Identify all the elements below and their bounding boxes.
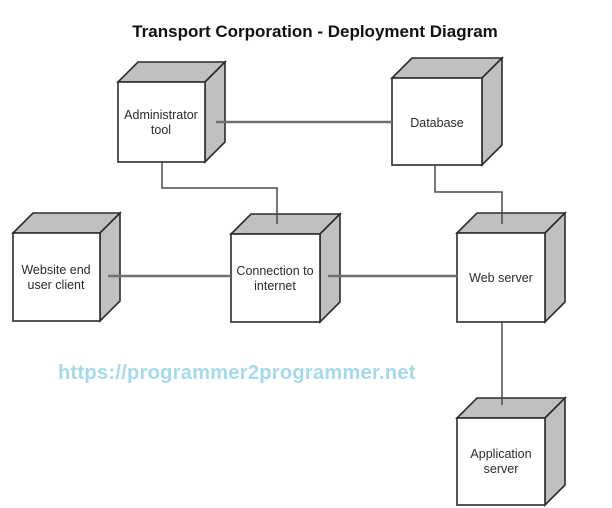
node-application-server: Application server bbox=[455, 396, 567, 507]
administrator-tool-front-face bbox=[117, 81, 206, 163]
connection-to-internet-front-face bbox=[230, 233, 321, 323]
node-website-end-user-client: Website end user client bbox=[11, 211, 122, 323]
website-end-user-client-side-face bbox=[99, 211, 121, 323]
diagram-title: Transport Corporation - Deployment Diagr… bbox=[132, 22, 498, 41]
node-connection-to-internet: Connection to internet bbox=[229, 212, 342, 324]
web-server-label-line-1: Web server bbox=[469, 271, 533, 285]
website-end-user-client-front-face bbox=[12, 232, 101, 322]
web-server-front-face bbox=[456, 232, 546, 323]
watermark-text: https://programmer2programmer.net bbox=[58, 362, 416, 384]
application-server-front-face bbox=[456, 417, 546, 506]
database-label-line-1: Database bbox=[410, 116, 464, 130]
database-side-face bbox=[481, 56, 503, 167]
connection-to-internet-side-face bbox=[319, 212, 341, 324]
connector-administrator-tool-connection-to-internet bbox=[161, 162, 278, 224]
administrator-tool-label-line-2: tool bbox=[151, 123, 171, 137]
node-administrator-tool: Administrator tool bbox=[116, 60, 227, 164]
connection-to-internet-label-line-2: internet bbox=[254, 279, 296, 293]
web-server-side-face bbox=[544, 211, 566, 324]
node-database: Database bbox=[390, 56, 504, 167]
application-server-side-face bbox=[544, 396, 566, 507]
application-server-label-line-2: server bbox=[484, 462, 519, 476]
website-end-user-client-label-line-2: user client bbox=[28, 278, 85, 292]
node-web-server: Web server bbox=[455, 211, 567, 324]
application-server-label-line-1: Application bbox=[470, 447, 531, 461]
connection-to-internet-label-line-1: Connection to bbox=[236, 264, 313, 278]
connector-database-web-server bbox=[434, 165, 503, 224]
administrator-tool-label-line-1: Administrator bbox=[124, 108, 198, 122]
website-end-user-client-label-line-1: Website end bbox=[21, 263, 90, 277]
